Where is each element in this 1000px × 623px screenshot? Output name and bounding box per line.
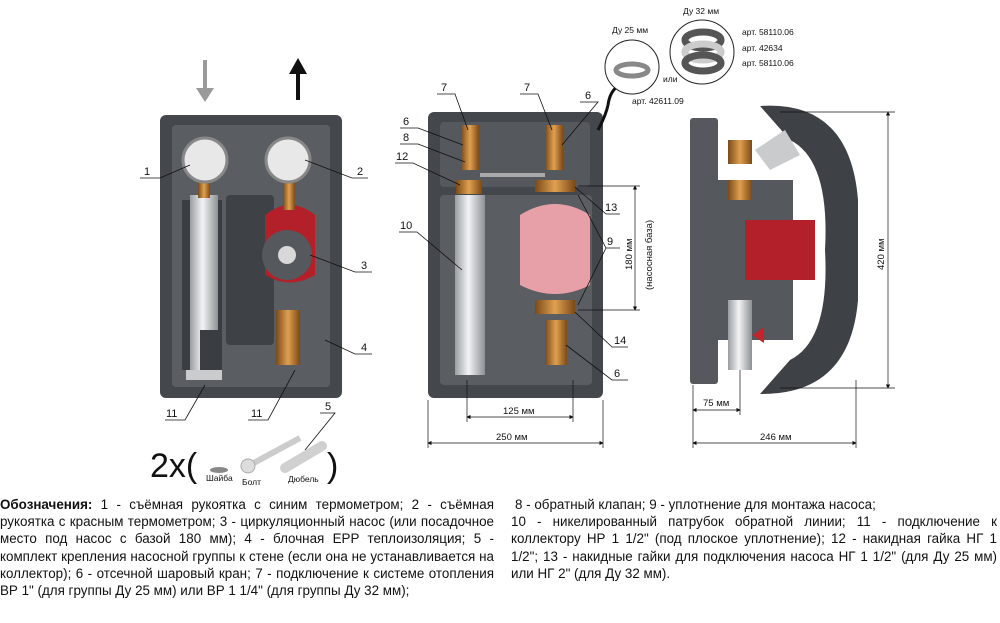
callout-13: 13 xyxy=(605,202,617,214)
front-assembled-view xyxy=(160,115,342,398)
callout-14: 14 xyxy=(614,335,626,347)
gasket-du32-article-1: арт. 58110.06 xyxy=(742,27,794,37)
legend-right-text: 10 - никелированный патрубок обратной ли… xyxy=(511,514,997,581)
dimension-420: 420 мм xyxy=(876,238,887,270)
gasket-du32-article-3: арт. 58110.06 xyxy=(742,58,794,68)
callout-11b: 11 xyxy=(251,408,262,420)
dimension-250: 250 мм xyxy=(496,432,528,443)
callout-1: 1 xyxy=(144,166,150,178)
legend-left-text: 1 - съёмная рукоятка с синим термометром… xyxy=(0,497,494,599)
legend-right-line1: 8 - обратный клапан; 9 - уплотнение для … xyxy=(515,497,876,512)
dimension-125: 125 мм xyxy=(503,406,535,417)
callout-2: 2 xyxy=(357,166,363,178)
kit-multiplier: 2x( xyxy=(150,447,198,485)
washer-icon xyxy=(210,467,228,473)
dowel-label: Дюбель xyxy=(288,474,319,484)
callout-9: 9 xyxy=(607,236,613,248)
gasket-du25-label: Ду 25 мм xyxy=(612,25,648,35)
callout-7a: 7 xyxy=(441,82,447,94)
dimension-75: 75 мм xyxy=(703,398,729,409)
return-arrow-icon xyxy=(289,58,307,100)
dimension-lines-side xyxy=(692,111,895,448)
callout-10: 10 xyxy=(400,220,412,232)
callout-5: 5 xyxy=(325,401,331,413)
gasket-du32-label: Ду 32 мм xyxy=(683,6,719,16)
callout-4: 4 xyxy=(361,342,367,354)
gasket-du25-icon xyxy=(613,61,651,79)
callout-3: 3 xyxy=(361,260,367,272)
dimension-180: 180 мм xyxy=(624,238,635,270)
callout-12: 12 xyxy=(396,151,408,163)
callout-6b: 6 xyxy=(585,90,591,102)
gasket-details xyxy=(596,19,735,131)
gasket-du32-stack-icon xyxy=(681,28,725,75)
bolt-icon xyxy=(240,435,302,474)
callout-6c: 6 xyxy=(614,368,620,380)
legend-title: Обозначения: xyxy=(0,497,93,512)
gasket-or-label: или xyxy=(663,74,678,84)
callout-11a: 11 xyxy=(166,408,177,420)
legend-left: Обозначения: 1 - съёмная рукоятка с сини… xyxy=(0,496,494,599)
gasket-du32-article-2: арт. 42634 xyxy=(742,43,783,53)
kit-close: ) xyxy=(327,447,338,485)
callouts-front-assembled xyxy=(140,159,372,451)
supply-arrow-icon xyxy=(196,60,214,102)
callouts-front-open xyxy=(395,93,628,381)
callout-6a: 6 xyxy=(403,116,409,128)
side-view xyxy=(690,105,858,395)
dimension-246: 246 мм xyxy=(760,432,792,443)
legend-right: 8 - обратный клапан; 9 - уплотнение для … xyxy=(511,496,997,582)
washer-label: Шайба xyxy=(206,473,233,483)
callout-8: 8 xyxy=(403,132,409,144)
gasket-du25-article: арт. 42611.09 xyxy=(632,96,684,106)
dowel-icon xyxy=(280,441,327,473)
dimension-180-note: (насосная база) xyxy=(644,220,655,290)
dimension-lines-front xyxy=(427,185,640,448)
bolt-label: Болт xyxy=(242,477,261,487)
callout-7b: 7 xyxy=(524,82,530,94)
front-open-view xyxy=(428,112,603,398)
mounting-kit: 2x( ) Шайба Болт Дюбель xyxy=(150,435,338,487)
